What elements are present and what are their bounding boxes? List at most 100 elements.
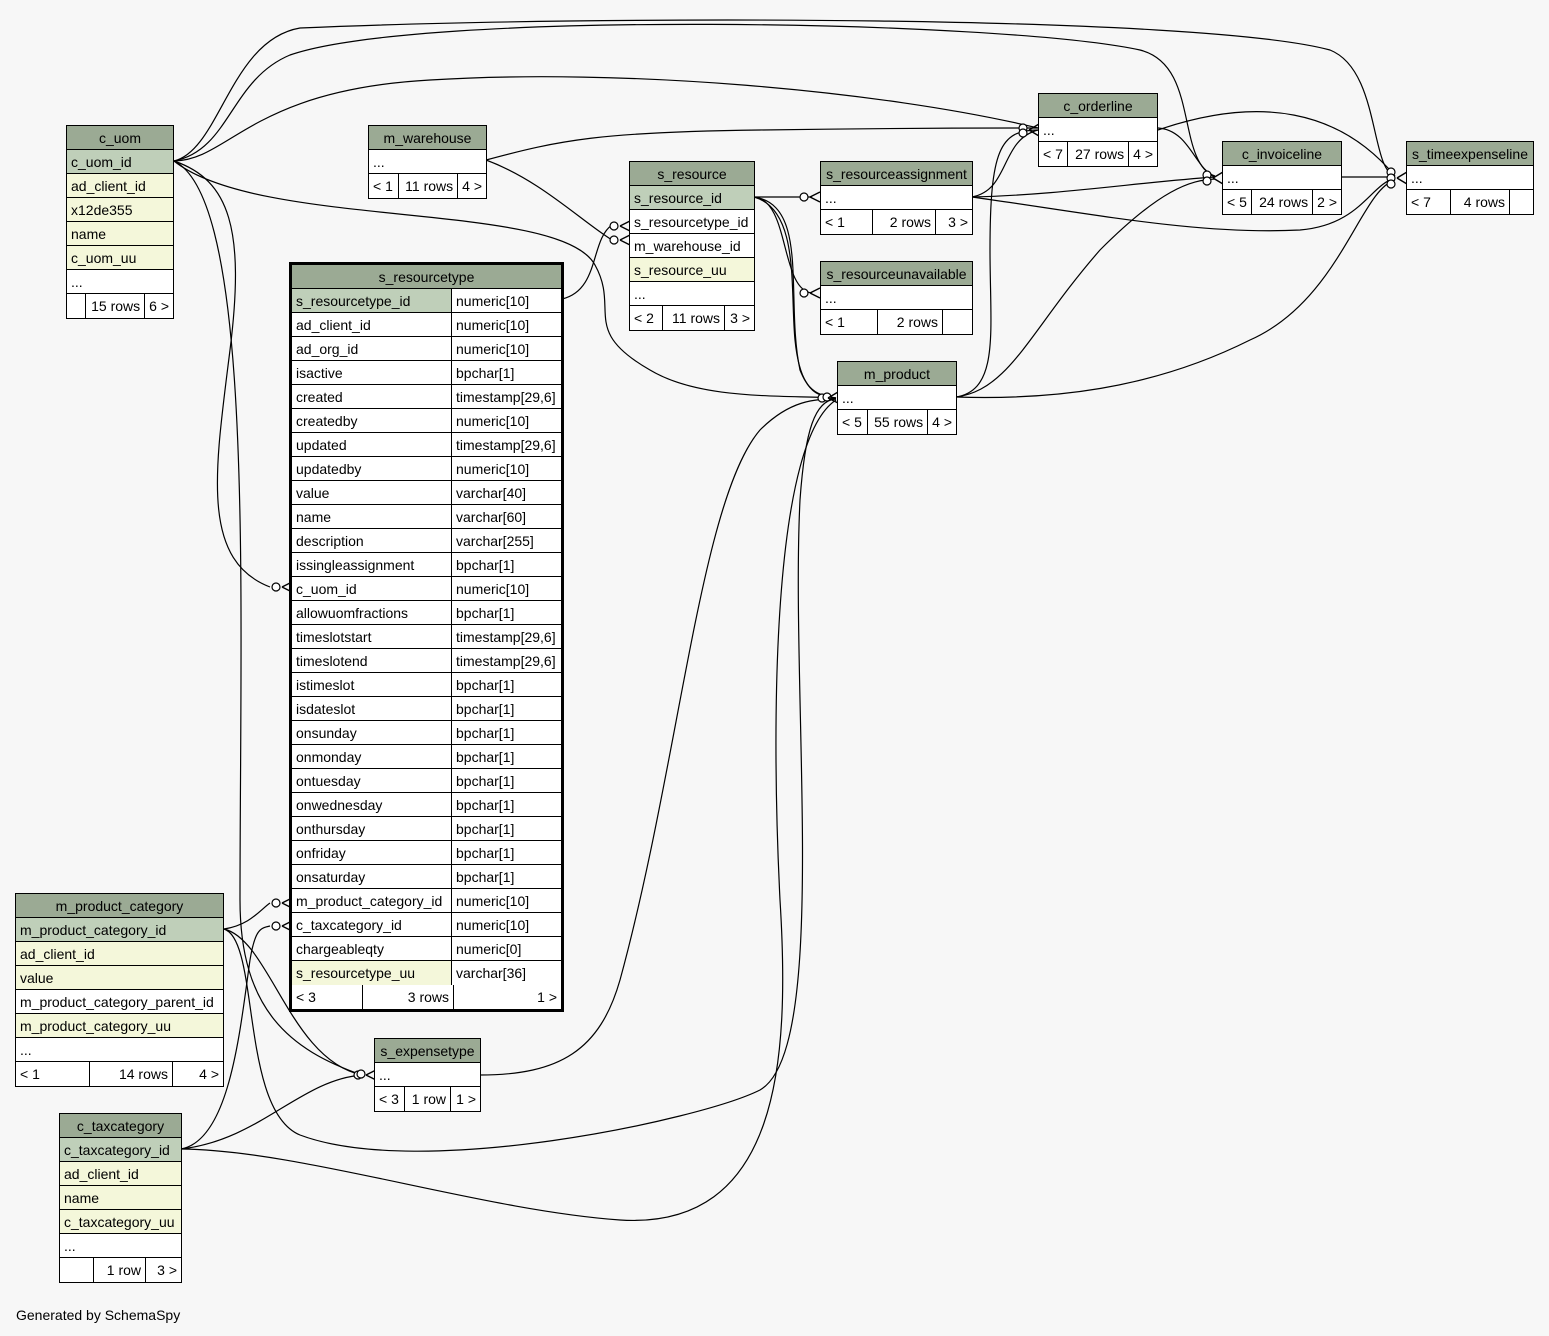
table-header[interactable]: m_warehouse	[369, 126, 486, 150]
column-type: bpchar[1]	[451, 793, 561, 816]
column-name: onmonday	[296, 748, 362, 765]
column-row: c_taxcategory_id	[60, 1138, 181, 1162]
edge-c_uom-c_invoiceline	[173, 23, 1216, 178]
table-header[interactable]: m_product	[838, 362, 956, 386]
parents-count: < 7	[1411, 194, 1431, 210]
table-c_taxcategory[interactable]: c_taxcategory c_taxcategory_id ad_client…	[59, 1113, 182, 1283]
column-type: numeric[0]	[451, 937, 561, 960]
column-name: s_resource_id	[634, 189, 722, 206]
table-header[interactable]: c_taxcategory	[60, 1114, 181, 1138]
table-m_product_category[interactable]: m_product_category m_product_category_id…	[15, 893, 224, 1087]
parents-count: < 1	[825, 214, 845, 230]
column-row: ad_client_id	[16, 942, 223, 966]
column-name: name	[71, 225, 107, 242]
table-header[interactable]: s_resource	[630, 162, 754, 186]
table-footer: < 7 27 rows 4 >	[1039, 142, 1157, 166]
parents-count	[60, 1258, 93, 1282]
table-header[interactable]: s_resourcetype	[292, 265, 561, 289]
column-row: s_resource_id	[630, 186, 754, 210]
column-type: numeric[10]	[451, 913, 561, 936]
row-count: 24 rows	[1251, 190, 1312, 214]
column-row: onfriday bpchar[1]	[292, 841, 561, 865]
table-title: s_resourceunavailable	[826, 265, 967, 282]
table-title: m_product_category	[55, 897, 184, 914]
table-title: c_taxcategory	[76, 1117, 165, 1134]
parents-count: < 3	[296, 989, 316, 1005]
column-row: ...	[1039, 118, 1157, 142]
column-name: description	[296, 532, 364, 549]
column-name: c_taxcategory_id	[296, 916, 402, 933]
table-header[interactable]: s_expensetype	[375, 1039, 480, 1063]
table-title: s_resourceassignment	[826, 165, 967, 182]
edge-m_product_category-s_expensetype	[223, 928, 363, 1076]
children-count: 4 >	[457, 174, 486, 198]
table-header[interactable]: s_timeexpenseline	[1407, 142, 1533, 166]
table-c_orderline[interactable]: c_orderline ... < 7 27 rows 4 >	[1038, 93, 1158, 167]
column-type: timestamp[29,6]	[451, 625, 561, 648]
row-count: 11 rows	[397, 174, 457, 198]
parents-count: < 1	[825, 314, 845, 330]
table-s_timeexpenseline[interactable]: s_timeexpenseline ... < 7 4 rows	[1406, 141, 1534, 215]
column-name: created	[296, 388, 343, 405]
column-type: bpchar[1]	[451, 841, 561, 864]
column-name: m_product_category_id	[20, 921, 167, 938]
table-header[interactable]: c_uom	[67, 126, 173, 150]
table-header[interactable]: m_product_category	[16, 894, 223, 918]
column-type: numeric[10]	[451, 313, 561, 336]
table-m_warehouse[interactable]: m_warehouse ... < 1 11 rows 4 >	[368, 125, 487, 199]
table-footer: < 3 1 row 1 >	[375, 1087, 480, 1111]
column-name: createdby	[296, 412, 358, 429]
column-name: timeslotend	[296, 652, 368, 669]
table-header[interactable]: c_orderline	[1039, 94, 1157, 118]
column-type: varchar[60]	[451, 505, 561, 528]
table-s_resourceunavailable[interactable]: s_resourceunavailable ... < 1 2 rows	[820, 261, 973, 335]
column-name: onthursday	[296, 820, 366, 837]
table-title: s_resource	[657, 165, 727, 182]
table-c_invoiceline[interactable]: c_invoiceline ... < 5 24 rows 2 >	[1222, 141, 1342, 215]
column-row: ...	[821, 286, 972, 310]
table-footer: < 2 11 rows 3 >	[630, 306, 754, 330]
table-s_expensetype[interactable]: s_expensetype ... < 3 1 row 1 >	[374, 1038, 481, 1112]
table-footer: < 1 11 rows 4 >	[369, 174, 486, 198]
table-header[interactable]: s_resourceunavailable	[821, 262, 972, 286]
column-type: varchar[40]	[451, 481, 561, 504]
table-footer: < 5 24 rows 2 >	[1223, 190, 1341, 214]
table-s_resourceassignment[interactable]: s_resourceassignment ... < 1 2 rows 3 >	[820, 161, 973, 235]
column-row: s_resourcetype_id numeric[10]	[292, 289, 561, 313]
column-type: timestamp[29,6]	[451, 433, 561, 456]
column-name: ad_client_id	[64, 1165, 139, 1182]
column-row: s_resource_uu	[630, 258, 754, 282]
column-type: numeric[10]	[451, 289, 561, 312]
column-name: c_taxcategory_id	[64, 1141, 170, 1158]
table-m_product[interactable]: m_product ... < 5 55 rows 4 >	[837, 361, 957, 435]
column-row: m_product_category_uu	[16, 1014, 223, 1038]
table-footer: 15 rows 6 >	[67, 294, 173, 318]
column-name: onfriday	[296, 844, 346, 861]
column-name: s_resourcetype_id	[634, 213, 749, 230]
column-name: allowuomfractions	[296, 604, 409, 621]
more-columns: ...	[842, 389, 854, 406]
table-header[interactable]: c_invoiceline	[1223, 142, 1341, 166]
more-columns: ...	[634, 285, 646, 302]
column-row: ...	[60, 1234, 181, 1258]
column-name: m_product_category_id	[296, 892, 443, 909]
column-type: numeric[10]	[451, 409, 561, 432]
row-count: 11 rows	[662, 306, 724, 330]
table-c_uom[interactable]: c_uom c_uom_id ad_client_id x12de355 nam…	[66, 125, 174, 319]
column-name: ontuesday	[296, 772, 361, 789]
table-s_resource[interactable]: s_resource s_resource_id s_resourcetype_…	[629, 161, 755, 331]
table-s_resourcetype[interactable]: s_resourcetype s_resourcetype_id numeric[…	[289, 262, 564, 1012]
column-type: bpchar[1]	[451, 745, 561, 768]
table-header[interactable]: s_resourceassignment	[821, 162, 972, 186]
column-row: x12de355	[67, 198, 173, 222]
edge-s_resourceassignment-s_timeexpenseline	[971, 177, 1396, 232]
table-title: c_invoiceline	[1241, 145, 1323, 162]
column-name: c_taxcategory_uu	[64, 1213, 175, 1230]
edge-m_product-c_orderline	[955, 129, 1039, 398]
column-name: s_resourcetype_id	[296, 292, 411, 309]
